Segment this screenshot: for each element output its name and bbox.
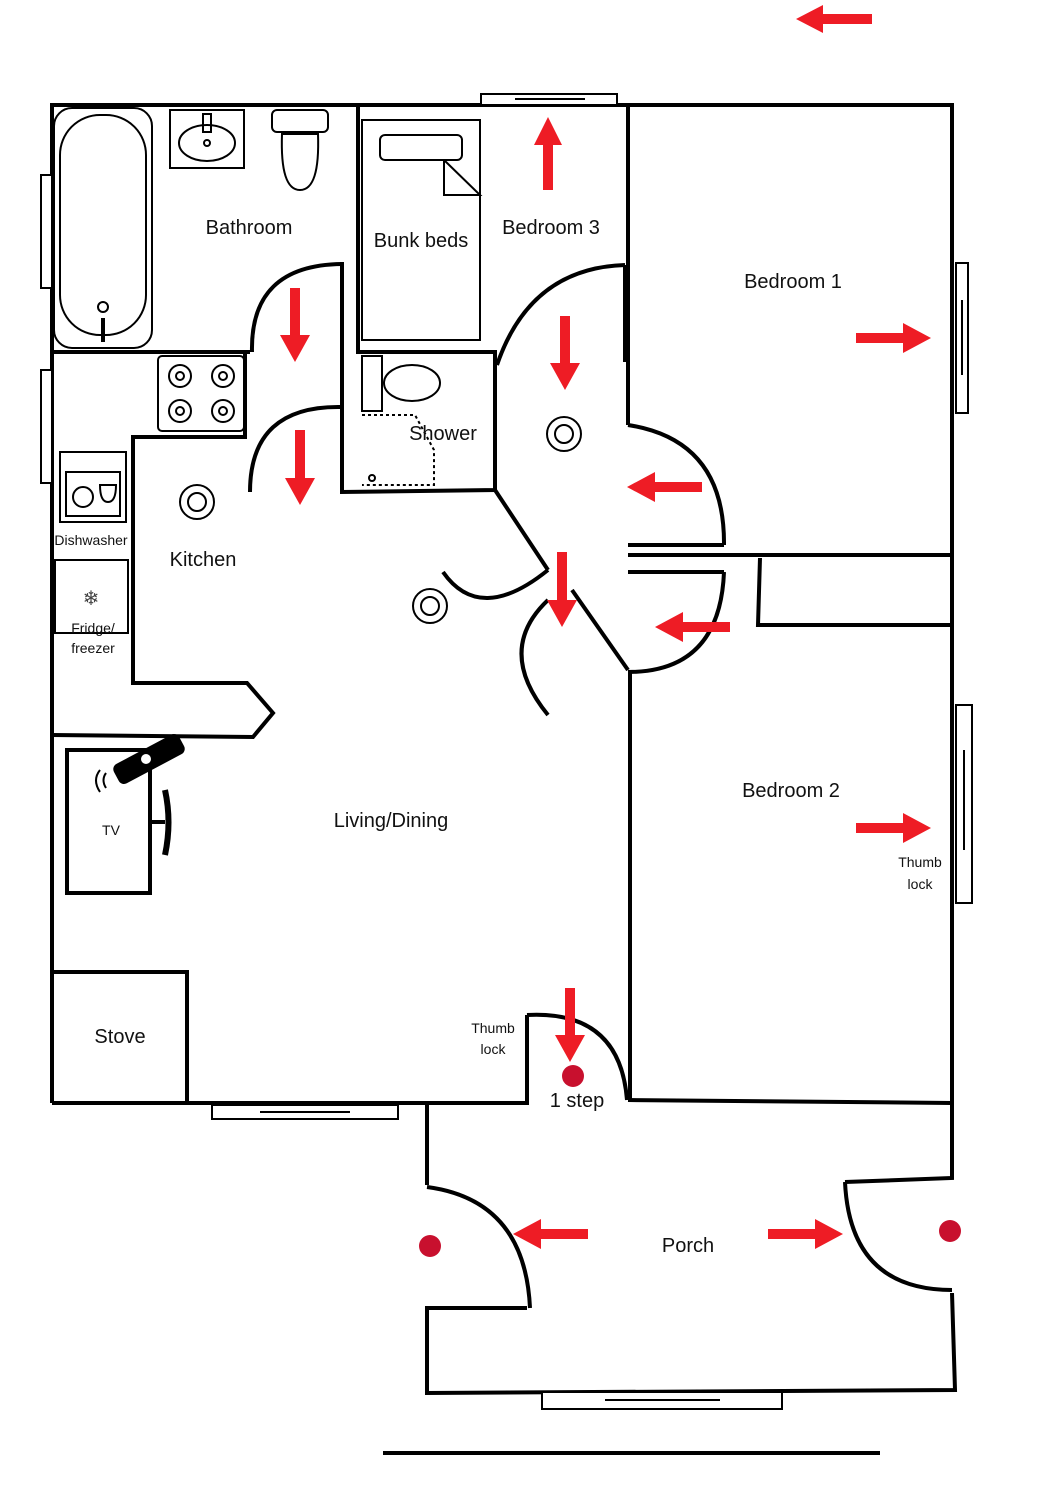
sink-icon: [169, 109, 245, 169]
arrow-up-icon: [534, 117, 562, 190]
arrow-right-icon: [856, 813, 931, 843]
arrow-right-icon: [768, 1219, 843, 1249]
arrow-left-icon: [627, 472, 702, 502]
note-thumb-lock: lock: [908, 876, 934, 892]
room-label-bathroom: Bathroom: [206, 217, 293, 239]
remote-icon: [95, 734, 185, 793]
dishwasher-icon: [59, 451, 127, 523]
arrow-down-icon: [550, 316, 580, 390]
doors: [248, 262, 953, 1309]
shower-icon: [362, 414, 435, 486]
note-one-step: 1 step: [550, 1090, 604, 1112]
arrow-down-icon: [555, 988, 585, 1062]
windows: [40, 93, 973, 1410]
label-fridge-2: freezer: [71, 640, 115, 656]
note-thumb-lock: lock: [481, 1041, 507, 1057]
label-tv: TV: [102, 822, 121, 838]
smoke-detector-icon: [179, 416, 582, 624]
exit-arrows: [280, 5, 931, 1249]
toilet-icon-2: [361, 355, 441, 412]
cooktop-icon: [157, 355, 245, 432]
room-label-kitchen: Kitchen: [170, 549, 237, 571]
note-thumb-lock: Thumb: [898, 854, 942, 870]
room-label-bunk-beds: Bunk beds: [374, 230, 469, 252]
room-label-bedroom3: Bedroom 3: [502, 217, 600, 239]
tv-stand: [65, 748, 172, 895]
arrow-down-icon: [547, 552, 577, 627]
arrow-left-icon: [513, 1219, 588, 1249]
label-fridge-1: Fridge/: [71, 620, 115, 636]
toilet-icon: [271, 109, 329, 192]
arrow-down-icon: [280, 288, 310, 362]
room-label-bedroom1: Bedroom 1: [744, 271, 842, 293]
room-label-porch: Porch: [662, 1235, 714, 1257]
room-label-living: Living/Dining: [334, 810, 449, 832]
markers: [419, 1065, 961, 1257]
snowflake-icon: ❄: [83, 588, 100, 610]
walls: [50, 103, 958, 1455]
arrow-left-icon: [655, 612, 730, 642]
arrow-left-icon: [796, 5, 872, 33]
label-stove: Stove: [94, 1026, 145, 1048]
arrow-down-icon: [285, 430, 315, 505]
room-label-bedroom2: Bedroom 2: [742, 780, 840, 802]
bunk-bed-icon: [361, 119, 483, 341]
arrow-right-icon: [856, 323, 931, 353]
note-thumb-lock: Thumb: [471, 1020, 515, 1036]
room-label-shower: Shower: [409, 423, 477, 445]
label-dishwasher: Dishwasher: [54, 532, 127, 548]
bathtub-icon: [53, 107, 153, 349]
fridge-freezer: [54, 559, 129, 634]
